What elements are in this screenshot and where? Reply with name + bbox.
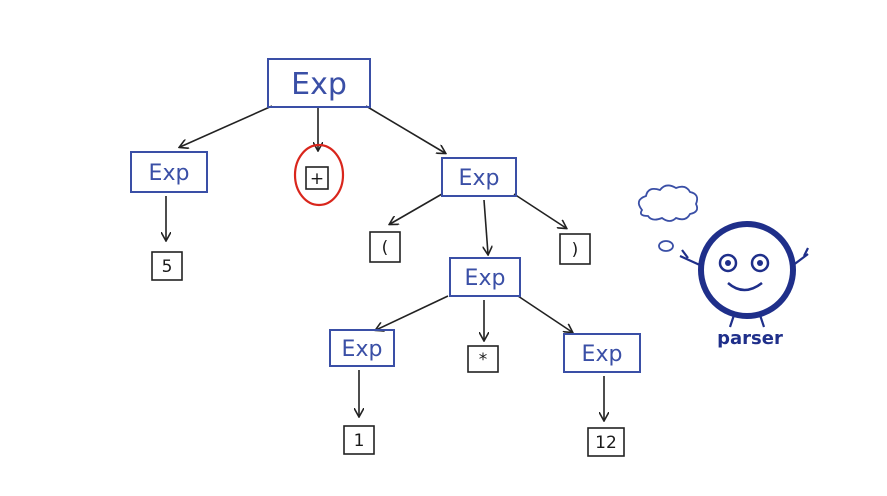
tree-edges: [166, 105, 604, 420]
token-five: 5: [151, 251, 183, 281]
exp-node-root-label: Exp: [291, 67, 347, 102]
token-rparen-label: ): [572, 240, 579, 260]
exp-node-left: Exp: [130, 151, 208, 193]
token-five-label: 5: [162, 257, 173, 277]
token-rparen: ): [559, 233, 591, 265]
token-plus: +: [305, 166, 329, 190]
exp-node-right: Exp: [441, 157, 517, 197]
token-plus-label: +: [310, 169, 324, 189]
edge-exp-mid-to-exp-bl: [376, 295, 449, 330]
thought-bubble-small-icon: [658, 240, 674, 252]
edge-exp-right-to-exp-mid: [484, 199, 488, 254]
exp-node-right-label: Exp: [459, 166, 500, 191]
highlight-circle: [293, 143, 345, 207]
token-twelve: 12: [587, 427, 625, 457]
exp-node-bottom-left: Exp: [329, 329, 395, 367]
exp-node-middle-label: Exp: [465, 266, 506, 291]
token-twelve-label: 12: [595, 433, 617, 453]
exp-node-middle: Exp: [449, 257, 521, 297]
exp-node-bottom-right-label: Exp: [582, 342, 623, 367]
exp-node-bottom-left-label: Exp: [342, 337, 383, 362]
edge-exp-right-to-lparen: [390, 193, 443, 224]
edge-exp-right-to-rparen: [513, 193, 566, 228]
token-one: 1: [343, 425, 375, 455]
edge-exp-mid-to-exp-br: [517, 295, 572, 332]
exp-node-bottom-right: Exp: [563, 333, 641, 373]
exp-node-left-label: Exp: [149, 161, 190, 186]
token-lparen: (: [369, 231, 401, 263]
token-one-label: 1: [354, 431, 365, 451]
happy-face-icon: [679, 221, 809, 328]
exp-node-root: Exp: [267, 58, 371, 108]
edge-root-to-exp-right: [365, 105, 445, 153]
thought-cloud-icon: [637, 184, 699, 252]
parser-label: parser: [717, 328, 783, 349]
token-lparen-label: (: [382, 238, 389, 258]
token-star-label: *: [479, 350, 488, 370]
token-star: *: [467, 345, 499, 373]
edge-root-to-exp-left: [180, 105, 273, 147]
